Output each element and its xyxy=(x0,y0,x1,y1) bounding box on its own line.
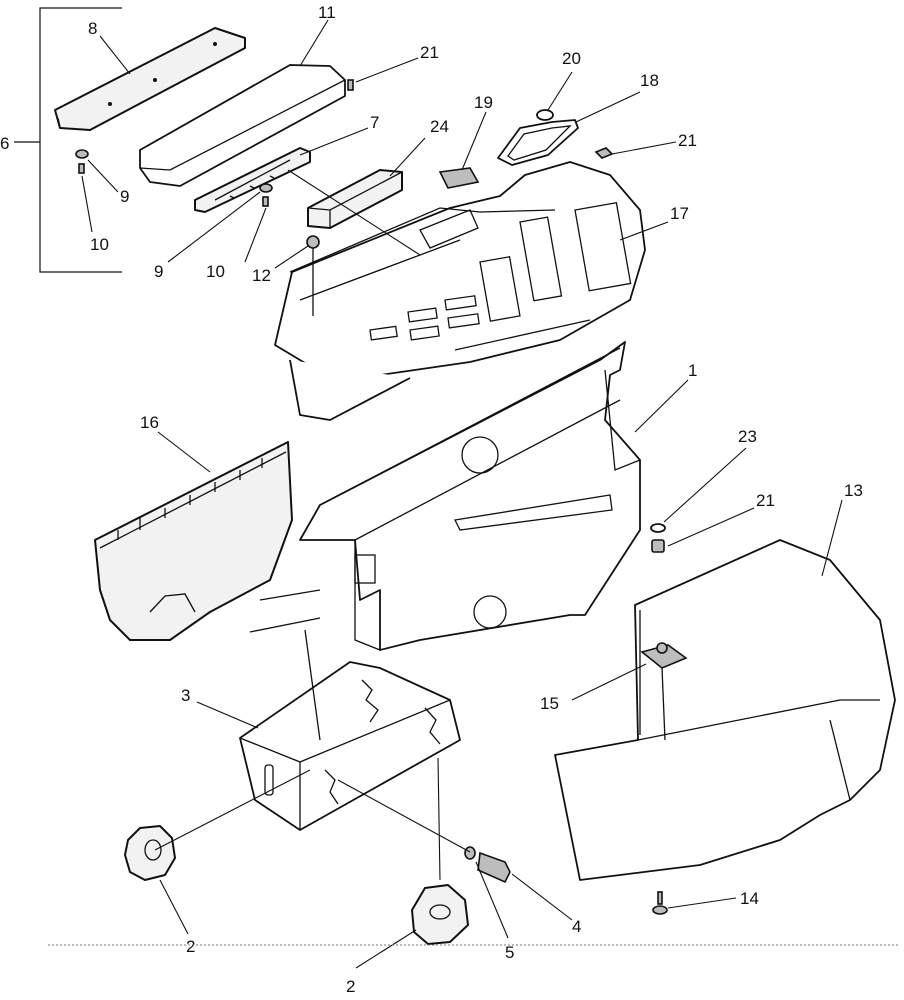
callout-17: 17 xyxy=(670,204,689,223)
callout-leaders xyxy=(81,19,843,969)
callout-11: 11 xyxy=(318,3,336,22)
callout-labels: 8 11 21 7 6 9 10 9 10 24 19 20 18 21 17 … xyxy=(0,3,863,996)
callout-1: 1 xyxy=(688,361,697,380)
callout-13: 13 xyxy=(844,481,863,500)
knob-part-bottom xyxy=(411,884,469,945)
block-part xyxy=(307,169,403,229)
callout-6: 6 xyxy=(0,134,9,153)
callout-10-left: 10 xyxy=(90,235,109,254)
callout-9-left: 9 xyxy=(120,187,129,206)
callout-18: 18 xyxy=(640,71,659,90)
callout-8: 8 xyxy=(88,19,97,38)
callout-14: 14 xyxy=(740,889,759,908)
callout-7: 7 xyxy=(370,113,379,132)
callout-15: 15 xyxy=(540,694,559,713)
side-bolt-part xyxy=(464,846,511,884)
armrest-bracket-part xyxy=(194,147,311,213)
clip-part xyxy=(640,642,688,741)
armrest-plate-part xyxy=(54,27,246,131)
guide-rod-part xyxy=(249,589,321,741)
main-frame-part xyxy=(299,341,641,651)
assembly-lines xyxy=(154,169,471,881)
callout-4: 4 xyxy=(572,917,581,936)
callout-12: 12 xyxy=(252,266,271,285)
assembly-bracket xyxy=(14,7,122,273)
console-top-panel-part xyxy=(274,161,646,421)
callout-16: 16 xyxy=(140,413,159,432)
callout-10-mid: 10 xyxy=(206,262,225,281)
washer-and-screw-parts xyxy=(75,79,354,207)
callout-2-bottom: 2 xyxy=(346,977,355,996)
gasket-part xyxy=(497,109,614,166)
callout-24: 24 xyxy=(430,117,449,136)
callout-21-top: 21 xyxy=(420,43,439,62)
pin-screw-part xyxy=(306,235,320,316)
callout-19: 19 xyxy=(474,93,493,112)
callout-20: 20 xyxy=(562,49,581,68)
left-side-panel-part xyxy=(94,441,293,641)
right-side-panel-part xyxy=(554,539,896,881)
bottom-bolt-part xyxy=(652,891,668,915)
callout-21-right: 21 xyxy=(678,131,697,150)
knob-part-left xyxy=(124,825,176,881)
armrest-cushion-part xyxy=(139,64,346,187)
callout-23: 23 xyxy=(738,427,757,446)
callout-2-left: 2 xyxy=(186,937,195,956)
bottom-box-part xyxy=(239,661,461,831)
pad-part xyxy=(438,167,480,189)
frame-washer-bolt-parts xyxy=(650,523,666,553)
callout-21-frame: 21 xyxy=(756,491,775,510)
callout-5: 5 xyxy=(505,943,514,962)
callout-9-mid: 9 xyxy=(154,262,163,281)
callout-3: 3 xyxy=(181,686,190,705)
